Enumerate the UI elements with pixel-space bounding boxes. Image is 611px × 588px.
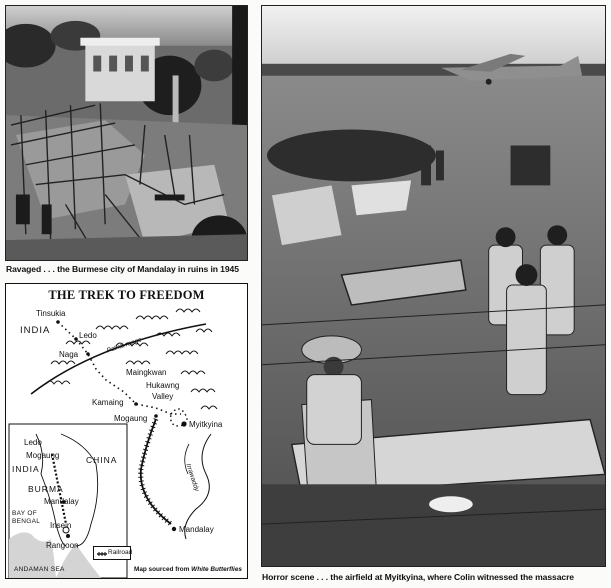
label-mandalay: Mandalay [179, 525, 214, 534]
map-source-book: White Butterflies [191, 566, 242, 573]
mandalay-photo-caption: Ravaged . . . the Burmese city of Mandal… [6, 264, 239, 274]
inset-label-bay-of: BAY OF [12, 510, 38, 517]
label-india: INDIA [20, 325, 51, 336]
map-source-prefix: Map sourced from [134, 566, 192, 573]
inset-label-mandalay: Mandalay [44, 497, 79, 506]
label-naga: Naga [59, 350, 79, 359]
label-maingkwan: Maingkwan [126, 368, 167, 377]
railroad-legend-label: Railroad [108, 549, 133, 556]
map-title: THE TREK TO FREEDOM [48, 288, 205, 302]
inset-label-ledo: Ledo [24, 438, 42, 447]
inset-label-china: CHINA [86, 455, 118, 465]
label-kamaing: Kamaing [92, 398, 124, 407]
inset-label-bengal: BENGAL [12, 518, 41, 525]
label-valley: Valley [152, 392, 174, 401]
myitkyina-airfield-photo [261, 5, 606, 567]
trek-map: THE TREK TO FREEDOM Tinsukia INDIA Ledo … [5, 283, 248, 579]
railroad-legend-icon [97, 552, 107, 556]
label-tinsukia: Tinsukia [36, 309, 66, 318]
inset-label-mogaung: Mogaung [26, 451, 60, 460]
inset-label-insein: Insein [50, 521, 72, 530]
label-myitkyina: Myitkyina [189, 420, 223, 429]
map-source-credit: Map sourced from White Butterflies [134, 566, 242, 573]
railroad-legend: Railroad [93, 546, 133, 560]
mandalay-ruins-photo [5, 5, 248, 261]
inset-label-rangoon: Rangoon [46, 541, 79, 550]
label-hukawng: Hukawng [146, 381, 180, 390]
inset-label-burma: BURMA [28, 484, 64, 494]
airfield-photo-caption: Horror scene . . . the airfield at Myitk… [262, 572, 574, 582]
label-ledo: Ledo [79, 331, 97, 340]
inset-label-india: INDIA [12, 464, 40, 474]
label-mogaung: Mogaung [114, 414, 148, 423]
inset-label-andaman-sea: ANDAMAN SEA [14, 566, 65, 573]
